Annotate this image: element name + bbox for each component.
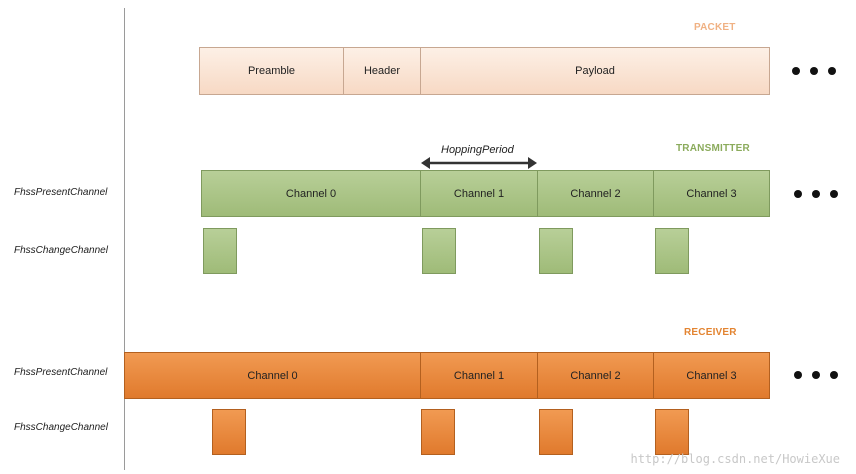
tx-channel-3: Channel 3	[653, 170, 770, 217]
tx-channel-1: Channel 1	[420, 170, 538, 217]
ellipsis-dot	[830, 190, 838, 198]
tx-channel-2: Channel 2	[537, 170, 654, 217]
ellipsis-dot	[812, 190, 820, 198]
tx-continuation-ellipsis	[794, 190, 838, 198]
ellipsis-dot	[828, 67, 836, 75]
rx-channel-1: Channel 1	[420, 352, 538, 399]
hopping-period-arrow	[421, 157, 537, 169]
rx-channel-2: Channel 2	[537, 352, 654, 399]
rx-change-channel-label: FhssChangeChannel	[14, 422, 108, 433]
receiver-title: RECEIVER	[684, 327, 737, 338]
rx-present-channel-label: FhssPresentChannel	[14, 367, 108, 378]
rx-continuation-ellipsis	[794, 371, 838, 379]
tx-present-channel-label: FhssPresentChannel	[14, 187, 108, 198]
tx-change-pulse	[422, 228, 456, 274]
packet-continuation-ellipsis	[792, 67, 836, 75]
rx-change-pulse	[539, 409, 573, 455]
rx-channel-3: Channel 3	[653, 352, 770, 399]
rx-change-pulse	[421, 409, 455, 455]
rx-channel-0: Channel 0	[124, 352, 421, 399]
packet-segment-header: Header	[343, 47, 421, 95]
ellipsis-dot	[830, 371, 838, 379]
ellipsis-dot	[794, 371, 802, 379]
ellipsis-dot	[794, 190, 802, 198]
rx-change-pulse	[212, 409, 246, 455]
ellipsis-dot	[812, 371, 820, 379]
packet-segment-preamble: Preamble	[199, 47, 344, 95]
transmitter-title: TRANSMITTER	[676, 143, 750, 154]
tx-change-pulse	[655, 228, 689, 274]
packet-title: PACKET	[694, 22, 736, 33]
ellipsis-dot	[792, 67, 800, 75]
tx-channel-0: Channel 0	[201, 170, 421, 217]
packet-segment-payload: Payload	[420, 47, 770, 95]
tx-change-pulse	[203, 228, 237, 274]
hopping-period-label: HoppingPeriod	[441, 144, 514, 156]
timeline-axis	[124, 8, 125, 470]
tx-change-channel-label: FhssChangeChannel	[14, 245, 108, 256]
watermark-text: http://blog.csdn.net/HowieXue	[630, 452, 840, 466]
tx-change-pulse	[539, 228, 573, 274]
ellipsis-dot	[810, 67, 818, 75]
rx-change-pulse	[655, 409, 689, 455]
